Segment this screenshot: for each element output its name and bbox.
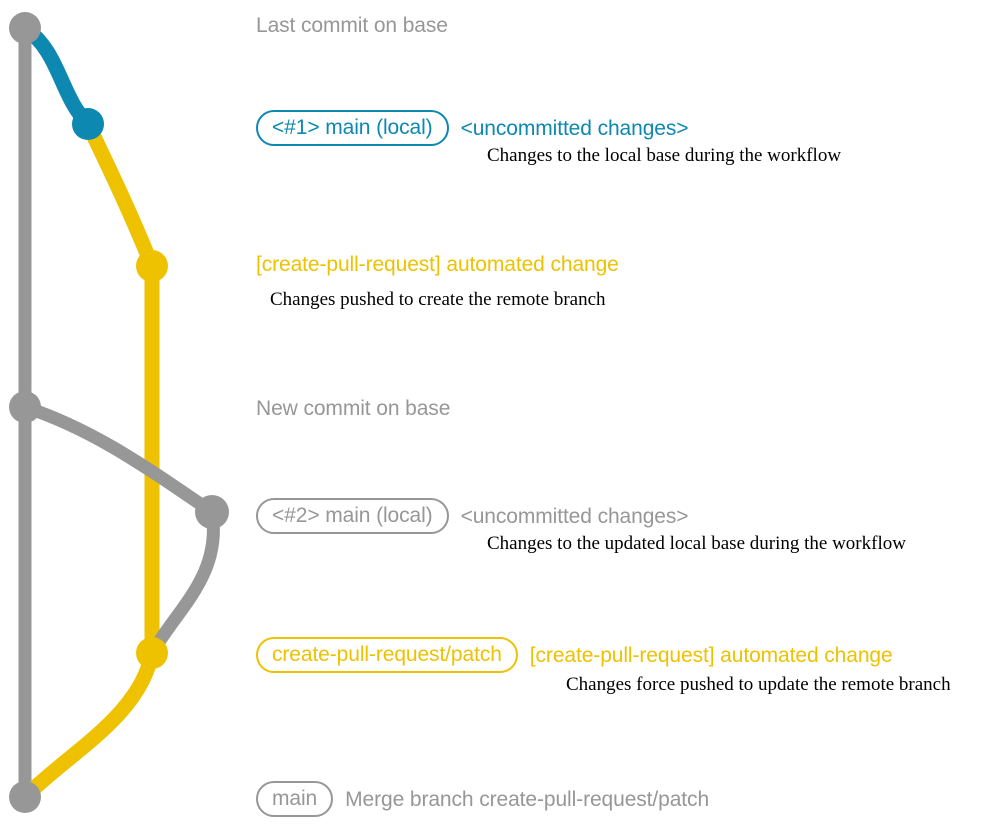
commit-subject: Merge branch create-pull-request/patch	[345, 787, 710, 811]
edge-patch2-to-merge	[17, 645, 160, 805]
branch-label-main-local-1[interactable]: <#1> main (local)	[256, 110, 449, 146]
commit-node-base-new[interactable]	[9, 391, 41, 423]
commit-node-local-2[interactable]	[195, 495, 229, 529]
edge-local1-to-patch1	[80, 116, 160, 274]
commit-row-automated-change-2: create-pull-request/patch [create-pull-r…	[256, 637, 893, 673]
edge-local2-to-patch2	[145, 505, 220, 660]
commit-subject: <uncommitted changes>	[460, 116, 689, 140]
branch-label-create-pull-request-patch[interactable]: create-pull-request/patch	[256, 637, 518, 673]
commit-description: Changes to the local base during the wor…	[487, 145, 842, 166]
commit-description: Changes force pushed to update the remot…	[566, 674, 951, 695]
commit-description: Changes to the updated local base during…	[487, 533, 906, 554]
commit-node-base-head[interactable]	[9, 12, 41, 44]
commit-row-local-change-1: <#1> main (local) <uncommitted changes>	[256, 110, 689, 146]
commit-subject: Last commit on base	[256, 14, 448, 37]
commit-row-last-commit-on-base: Last commit on base	[256, 15, 448, 36]
commit-node-merge[interactable]	[9, 781, 41, 813]
commit-subject: <uncommitted changes>	[460, 504, 689, 528]
commit-row-merge-commit: main Merge branch create-pull-request/pa…	[256, 781, 709, 817]
commit-row-automated-change-1: [create-pull-request] automated change	[256, 254, 619, 275]
branch-label-main[interactable]: main	[256, 781, 334, 817]
commit-node-patch-1[interactable]	[136, 250, 168, 282]
commit-subject: New commit on base	[256, 397, 451, 420]
commit-node-local-1[interactable]	[72, 108, 104, 140]
commit-description: Changes pushed to create the remote bran…	[270, 289, 606, 310]
commit-node-patch-2[interactable]	[136, 637, 168, 669]
commit-row-new-commit-on-base: New commit on base	[256, 398, 450, 419]
commit-subject: [create-pull-request] automated change	[256, 253, 619, 276]
edge-basenew-to-local2	[18, 400, 219, 519]
edge-base-to-local1	[17, 20, 96, 132]
commit-row-local-change-2: <#2> main (local) <uncommitted changes>	[256, 498, 689, 534]
branch-label-main-local-2[interactable]: <#2> main (local)	[256, 498, 449, 534]
commit-subject: [create-pull-request] automated change	[529, 643, 893, 667]
